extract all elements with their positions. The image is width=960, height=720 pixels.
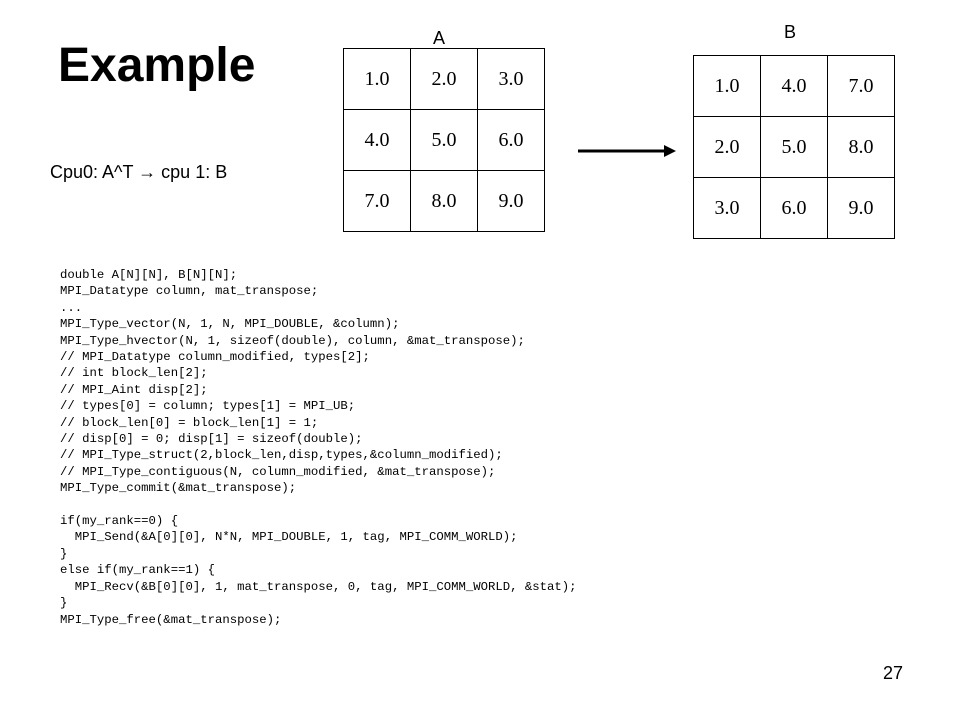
matrix-cell: 3.0 xyxy=(693,177,761,239)
code-line: // types[0] = column; types[1] = MPI_UB; xyxy=(60,399,356,414)
matrix-cell: 4.0 xyxy=(343,109,411,171)
code-line: // disp[0] = 0; disp[1] = sizeof(double)… xyxy=(60,432,363,447)
matrix-cell: 7.0 xyxy=(343,170,411,232)
matrix-row: 2.0 5.0 8.0 xyxy=(693,116,895,178)
matrix-cell: 8.0 xyxy=(827,116,895,178)
code-line: MPI_Type_vector(N, 1, N, MPI_DOUBLE, &co… xyxy=(60,317,400,332)
matrix-cell: 8.0 xyxy=(410,170,478,232)
code-line: // MPI_Type_struct(2,block_len,disp,type… xyxy=(60,448,503,463)
matrix-cell: 2.0 xyxy=(693,116,761,178)
code-line: MPI_Recv(&B[0][0], 1, mat_transpose, 0, … xyxy=(60,579,577,594)
matrix-row: 4.0 5.0 6.0 xyxy=(343,109,545,171)
code-line: double A[N][N], B[N][N]; xyxy=(60,268,238,282)
code-line: // MPI_Datatype column_modified, types[2… xyxy=(60,350,370,365)
matrix-cell: 9.0 xyxy=(827,177,895,239)
matrix-cell: 5.0 xyxy=(410,109,478,171)
matrix-row: 1.0 2.0 3.0 xyxy=(343,48,545,110)
code-line xyxy=(60,497,577,513)
code-line: MPI_Send(&A[0][0], N*N, MPI_DOUBLE, 1, t… xyxy=(60,530,518,545)
matrix-b-label: B xyxy=(784,22,797,42)
code-line: // MPI_Type_contiguous(N, column_modifie… xyxy=(60,464,496,479)
matrix-row: 3.0 6.0 9.0 xyxy=(693,177,895,239)
code-line: if(my_rank==0) { xyxy=(60,514,179,529)
code-line: // block_len[0] = block_len[1] = 1; xyxy=(60,415,319,430)
matrix-b: 1.0 4.0 7.0 2.0 5.0 8.0 3.0 6.0 9.0 xyxy=(693,55,895,239)
matrix-row: 7.0 8.0 9.0 xyxy=(343,170,545,232)
matrix-a: 1.0 2.0 3.0 4.0 5.0 6.0 7.0 8.0 9.0 xyxy=(343,48,545,232)
caption-source: Cpu0: A^T xyxy=(50,162,139,182)
code-line: // int block_len[2]; xyxy=(60,366,208,381)
transpose-arrow-icon xyxy=(578,145,676,157)
matrix-cell: 2.0 xyxy=(410,48,478,110)
right-arrow-icon: → xyxy=(138,162,157,182)
cpu-transfer-caption: Cpu0: A^T → cpu 1: B xyxy=(50,160,227,184)
matrix-row: 1.0 4.0 7.0 xyxy=(693,55,895,117)
matrix-cell: 1.0 xyxy=(343,48,411,110)
matrix-cell: 3.0 xyxy=(477,48,545,110)
code-line: else if(my_rank==1) { xyxy=(60,563,215,578)
code-line: } xyxy=(60,546,68,561)
caption-destination: cpu 1: B xyxy=(156,162,228,182)
matrix-cell: 5.0 xyxy=(760,116,828,178)
matrix-cell: 1.0 xyxy=(693,55,761,117)
matrix-cell: 6.0 xyxy=(477,109,545,171)
code-line: // MPI_Aint disp[2]; xyxy=(60,382,208,397)
slide-title: Example xyxy=(58,39,256,92)
code-line: MPI_Type_hvector(N, 1, sizeof(double), c… xyxy=(60,333,525,348)
code-line: MPI_Type_commit(&mat_transpose); xyxy=(60,481,297,496)
page-number: 27 xyxy=(883,663,904,683)
code-line: ... xyxy=(60,300,83,315)
matrix-cell: 4.0 xyxy=(760,55,828,117)
matrix-cell: 7.0 xyxy=(827,55,895,117)
matrix-a-label: A xyxy=(433,28,446,48)
code-line: MPI_Type_free(&mat_transpose); xyxy=(60,612,282,627)
code-line: } xyxy=(60,596,68,611)
matrix-cell: 9.0 xyxy=(477,170,545,232)
matrix-cell: 6.0 xyxy=(760,177,828,239)
code-listing: double A[N][N], B[N][N]; MPI_Datatype col… xyxy=(60,267,577,628)
code-line: MPI_Datatype column, mat_transpose; xyxy=(60,284,319,299)
